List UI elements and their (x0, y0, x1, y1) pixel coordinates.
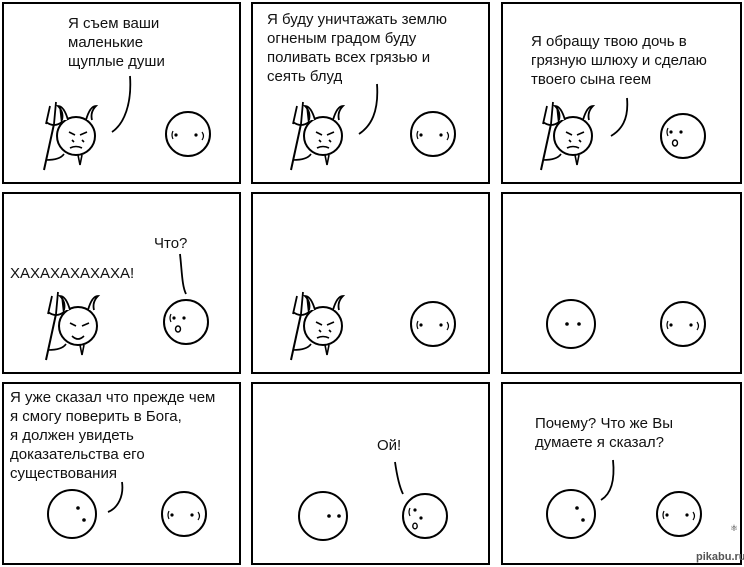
round-head-icon (660, 113, 706, 159)
round-head-icon (410, 111, 456, 157)
round-head-icon (660, 301, 706, 347)
panel-4-caption-devil: ХАХАХАХАХАХА! (10, 264, 134, 283)
round-head-icon (402, 493, 448, 539)
panel-3: Я обращу твою дочь в грязную шлюху и сде… (501, 2, 742, 184)
panel-4-art (45, 253, 209, 361)
panel-2: Я буду уничтажать землю огненым градом б… (251, 2, 490, 184)
panel-2-art (290, 83, 456, 171)
caption-line: огненым градом буду (267, 30, 417, 47)
panel-5 (251, 192, 490, 374)
round-head-icon (47, 489, 97, 539)
caption-line: Я обращу твою дочь в (531, 33, 687, 50)
caption-line: щуплые души (68, 53, 165, 70)
caption-line: я смогу поверить в Бога, (10, 408, 182, 425)
panel-4: ХАХАХАХАХАХА! Что? (2, 192, 241, 374)
caption-line: маленькие (68, 34, 144, 51)
panel-7-art (47, 481, 207, 539)
panel-6-art (546, 299, 706, 349)
panel-9: Почему? Что же Вы думаете я сказал? ⚛ (501, 382, 742, 565)
caption-line: грязную шлюху и сделаю (531, 52, 707, 69)
panel-8-art (298, 461, 448, 541)
speech-tail (179, 253, 187, 295)
panel-9-caption: Почему? Что же Вы думаете я сказал? (535, 414, 673, 452)
caption-line: Я уже сказал что прежде чем (10, 389, 216, 406)
caption-line: Я съем ваши (68, 15, 160, 32)
devil-icon (290, 291, 346, 361)
caption-line: я должен увидеть (10, 427, 134, 444)
caption-line: Ой! (377, 437, 402, 454)
caption-line: Я буду уничтажать землю (267, 11, 447, 28)
panel-2-caption: Я буду уничтажать землю огненым градом б… (267, 10, 447, 86)
caption-line: существования (10, 465, 117, 482)
devil-icon (43, 101, 99, 171)
caption-line: поливать всех грязью и (267, 49, 431, 66)
devil-icon (540, 101, 596, 171)
round-head-icon (298, 491, 348, 541)
caption-line: думаете я сказал? (535, 434, 664, 451)
round-head-icon (656, 491, 702, 537)
panel-6 (501, 192, 742, 374)
round-head-icon (161, 491, 207, 537)
panel-1-caption: Я съем ваши маленькие щуплые души (68, 14, 165, 71)
speech-tail (111, 75, 132, 133)
caption-line: твоего сына геем (531, 71, 652, 88)
devil-icon (45, 291, 101, 361)
speech-tail (107, 481, 124, 513)
panel-1-art (43, 75, 211, 171)
caption-line: доказательства его (10, 446, 145, 463)
watermark: pikabu.ru (696, 551, 744, 563)
speech-tail (358, 83, 379, 135)
round-head-icon (546, 489, 596, 539)
caption-line: сеять блуд (267, 68, 343, 85)
speech-tail (600, 459, 615, 501)
panel-8-caption: Ой! (377, 436, 401, 455)
panel-7: Я уже сказал что прежде чем я смогу пове… (2, 382, 241, 565)
caption-line: Что? (154, 235, 188, 252)
panel-9-art (546, 459, 702, 539)
speech-tail (610, 97, 629, 137)
round-head-icon (165, 111, 211, 157)
panel-8: Ой! (251, 382, 490, 565)
panel-3-art (540, 97, 706, 171)
panel-5-art (290, 291, 456, 361)
panel-7-caption: Я уже сказал что прежде чем я смогу пове… (10, 388, 215, 483)
panel-1: Я съем ваши маленькие щуплые души (2, 2, 241, 184)
panel-4-caption-head: Что? (154, 234, 187, 253)
round-head-icon (410, 301, 456, 347)
speech-tail (394, 461, 404, 495)
caption-line: Почему? Что же Вы (535, 415, 673, 432)
panel-3-caption: Я обращу твою дочь в грязную шлюху и сде… (531, 32, 707, 89)
devil-icon (290, 101, 346, 171)
caption-line: ХАХАХАХАХАХА! (10, 265, 135, 282)
artist-signature: ⚛ (729, 524, 739, 534)
round-head-icon (163, 299, 209, 345)
round-head-icon (546, 299, 596, 349)
